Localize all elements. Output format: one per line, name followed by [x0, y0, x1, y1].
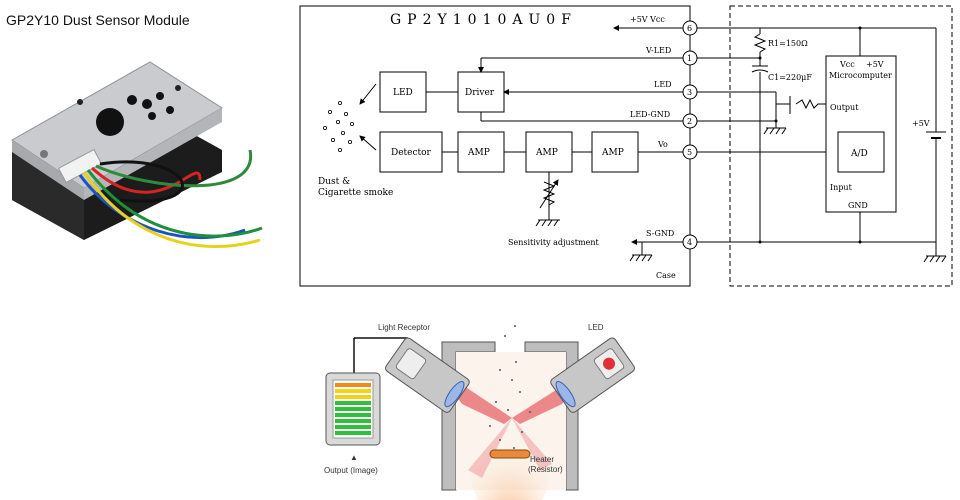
dust-label-2: Cigarette smoke: [318, 188, 393, 198]
light-receptor-label: Light Receptor: [378, 323, 430, 332]
pin-5: 5: [682, 144, 698, 160]
ad-label: A/D: [850, 149, 868, 159]
mcu-name-label: Microcomputer: [829, 71, 892, 80]
principle-illustration: ▲ Output (Image): [324, 323, 635, 500]
pin-3-label: LED: [654, 80, 672, 89]
detector-block: [379, 131, 443, 173]
ad-block: [837, 131, 885, 173]
sensor-schematic: GP2Y1010AU0F Dust & Cigarette smoke LED …: [299, 5, 698, 287]
amp-block-2: [525, 131, 573, 173]
c1-label: C1=220μF: [768, 73, 812, 82]
sensitivity-label: Sensitivity adjustment: [508, 238, 599, 247]
page-title: GP2Y10 Dust Sensor Module: [6, 12, 190, 28]
heater-label: Heater: [530, 455, 554, 464]
svg-text:2: 2: [687, 117, 692, 126]
driver-block-label: Driver: [465, 88, 495, 98]
output-label: Output (Image): [324, 466, 378, 475]
meter-bars: [335, 383, 371, 435]
pin-3: 3: [682, 84, 698, 100]
pin-4-label: S-GND: [646, 229, 674, 238]
r1-label: R1=150Ω: [768, 39, 808, 48]
pin-2: 2: [682, 113, 698, 129]
pin-6: 6: [682, 20, 698, 36]
amp-label-1: AMP: [467, 148, 490, 158]
external-circuit: R1=150Ω C1=220μF Vcc +5V Microcomputer O…: [697, 5, 953, 287]
mcu-5v-label: +5V: [866, 60, 884, 69]
mcu-vcc-label: Vcc: [839, 60, 855, 69]
svg-text:1: 1: [687, 54, 692, 63]
led-block: [379, 71, 427, 113]
pin-1-label: V-LED: [645, 46, 671, 55]
amp-label-2: AMP: [535, 148, 558, 158]
svg-text:3: 3: [687, 88, 692, 97]
external-boundary: [729, 5, 953, 287]
mcu-input-label: Input: [830, 183, 853, 192]
svg-text:6: 6: [687, 24, 692, 33]
led-label: LED: [588, 323, 604, 332]
mcu-output-label: Output: [830, 103, 859, 112]
dust-label-1: Dust &: [318, 177, 350, 187]
dust-particles: [322, 101, 354, 152]
detector-block-label: Detector: [391, 148, 432, 158]
case-label: Case: [656, 271, 676, 280]
heater-sub-label: (Resistor): [528, 465, 563, 474]
pin-1: 1: [682, 50, 698, 66]
supply-label: +5V: [912, 119, 930, 128]
led-block-label: LED: [393, 88, 413, 98]
pin-5-label: Vo: [657, 140, 668, 149]
pin-2-label: LED-GND: [630, 110, 670, 119]
svg-text:5: 5: [687, 148, 692, 157]
svg-text:▲: ▲: [350, 453, 358, 462]
amp-block-3: [591, 131, 639, 173]
chip-name: GP2Y1010AU0F: [390, 12, 577, 28]
mcu-gnd-label: GND: [848, 201, 868, 210]
svg-text:4: 4: [687, 238, 692, 247]
pin-4: 4: [682, 234, 698, 250]
amp-label-3: AMP: [601, 148, 624, 158]
sensor-module-photo: [11, 61, 263, 248]
pin-6-label: +5V Vcc: [630, 15, 665, 24]
